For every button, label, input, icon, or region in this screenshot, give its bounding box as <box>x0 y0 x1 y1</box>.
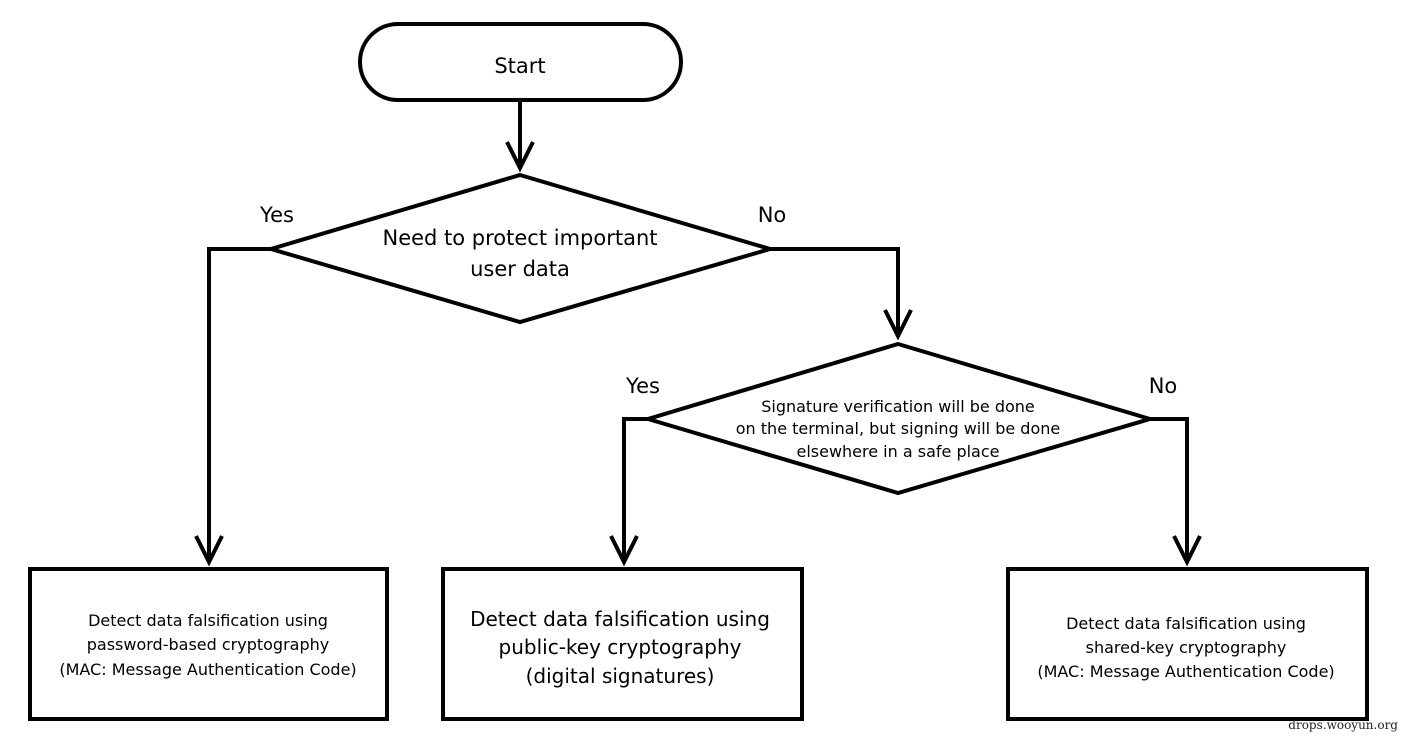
decision-2-line-1: Signature verification will be done <box>761 397 1035 416</box>
decision-1-no-label: No <box>758 203 787 227</box>
connector-decision-1-yes <box>194 247 271 567</box>
result-left-line-1: Detect data falsification using <box>88 611 328 630</box>
result-left-line-2: password-based cryptography <box>87 635 329 654</box>
decision-2-no-label: No <box>1149 374 1178 398</box>
connector-decision-2-no <box>1150 417 1202 567</box>
result-right-line-3: (MAC: Message Authentication Code) <box>1037 662 1334 681</box>
decision-2-line-3: elsewhere in a safe place <box>796 442 999 461</box>
result-shared-key: Detect data falsification using shared-k… <box>1006 567 1369 721</box>
result-right-line-1: Detect data falsification using <box>1066 614 1306 633</box>
connector-decision-1-no <box>770 247 913 341</box>
connector-decision-2-yes <box>609 417 648 567</box>
start-label: Start <box>494 54 545 78</box>
watermark-text: drops.wooyun.org <box>1288 718 1398 732</box>
decision-1-line-1: Need to protect important <box>382 226 657 250</box>
start-node: Start <box>358 22 683 102</box>
decision-1-line-2: user data <box>470 257 570 281</box>
result-middle-line-1: Detect data falsification using <box>470 607 770 631</box>
decision-1-yes-label: Yes <box>259 203 294 227</box>
decision-2-yes-label: Yes <box>625 374 660 398</box>
connector-start-to-decision-1 <box>505 100 535 173</box>
decision-protect-user-data: Need to protect important user data <box>263 172 778 325</box>
result-left-line-3: (MAC: Message Authentication Code) <box>59 660 356 679</box>
result-middle-line-3: (digital signatures) <box>526 664 715 688</box>
result-public-key: Detect data falsification using public-k… <box>441 567 804 721</box>
decision-signature-verification: Signature verification will be done on t… <box>640 341 1158 496</box>
result-password-based: Detect data falsification using password… <box>28 567 389 721</box>
result-right-line-2: shared-key cryptography <box>1086 638 1287 657</box>
decision-2-line-2: on the terminal, but signing will be don… <box>736 419 1060 438</box>
result-middle-line-2: public-key cryptography <box>499 635 742 659</box>
